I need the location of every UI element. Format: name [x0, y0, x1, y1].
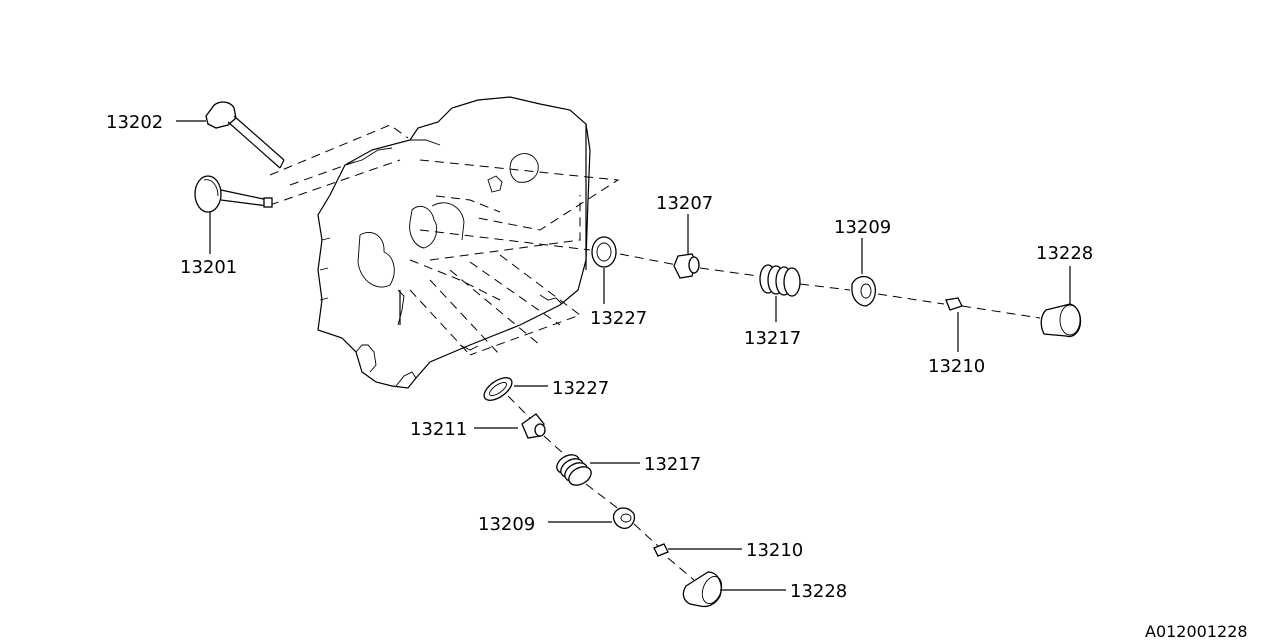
- lifter-upper-label: 13228: [1036, 243, 1093, 264]
- lifter-lower: [682, 571, 786, 608]
- valve-spring-upper: [759, 264, 801, 322]
- valve-stem-seal-upper: [591, 236, 617, 304]
- valve-stem-seal-lower: [483, 377, 548, 401]
- lifter-lower-label: 13228: [790, 581, 847, 602]
- valve-guide-lower: [474, 413, 546, 439]
- spring-upper-label: 13217: [744, 328, 801, 349]
- guide-lower-label: 13211: [410, 419, 467, 440]
- exhaust-valve-part: [176, 101, 285, 169]
- spring-lower-label: 13217: [644, 454, 701, 475]
- diagram-id: A012001228: [1145, 622, 1248, 640]
- intake-valve-label: 13201: [180, 257, 237, 278]
- seal-upper-label: 13227: [590, 308, 647, 329]
- exhaust-valve-label: 13202: [106, 112, 163, 133]
- lifter-upper: [1040, 266, 1082, 338]
- seal-lower-label: 13227: [552, 378, 609, 399]
- retainer-lower-label: 13209: [478, 514, 535, 535]
- valve-key-upper: [945, 297, 963, 352]
- valve-key-lower: [653, 543, 742, 557]
- intake-valve-part: [194, 175, 273, 254]
- key-upper-label: 13210: [928, 356, 985, 377]
- cylinder-head-drawing: [269, 96, 620, 389]
- key-lower-label: 13210: [746, 540, 803, 561]
- upper-valve-assembly: [591, 214, 1082, 352]
- lower-valve-assembly: [474, 377, 786, 608]
- valve-guide-upper: [673, 214, 700, 279]
- spring-retainer-upper: [851, 238, 877, 307]
- guide-upper-label: 13207: [656, 193, 713, 214]
- retainer-upper-label: 13209: [834, 217, 891, 238]
- spring-retainer-lower: [548, 507, 636, 529]
- valve-spring-lower: [556, 454, 640, 486]
